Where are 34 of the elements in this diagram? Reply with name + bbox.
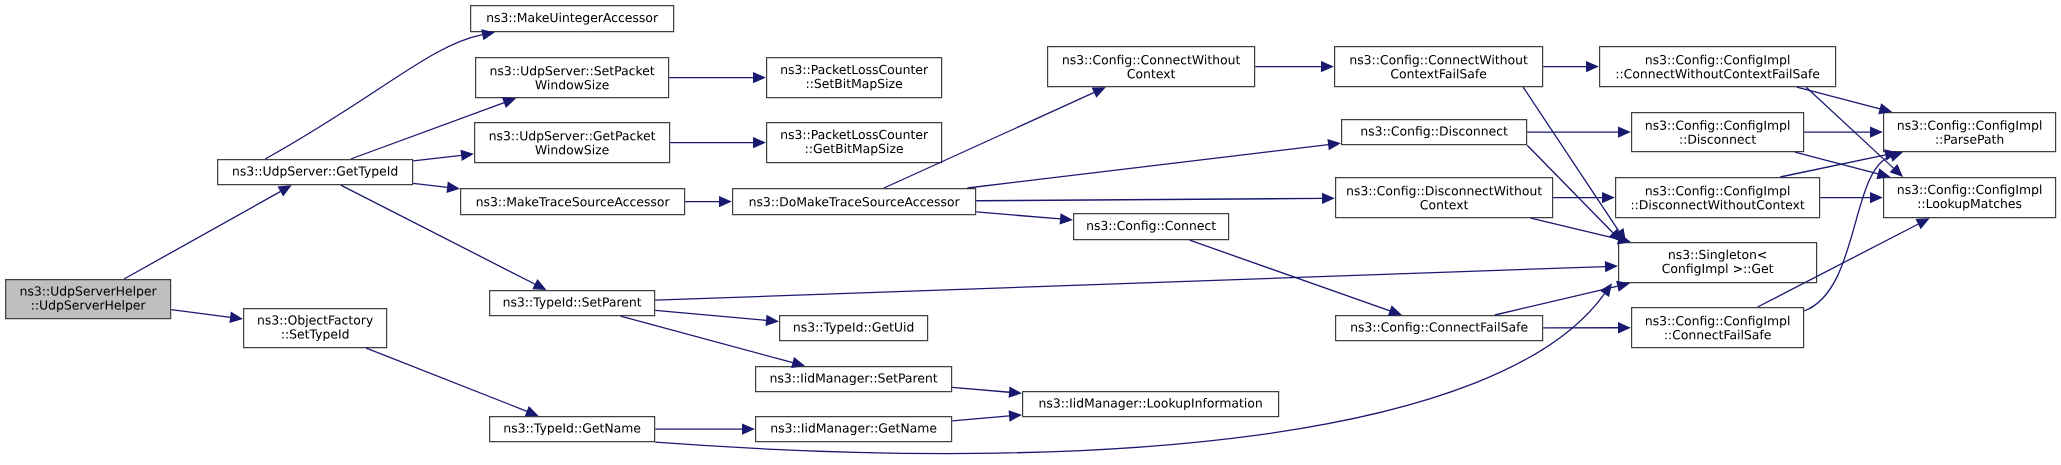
function-box: ns3::Config::DisconnectWithout Context [1335, 177, 1554, 219]
function-box: ns3::Config::ConnectFailSafe [1335, 315, 1544, 342]
function-box: ns3::PacketLossCounter ::GetBitMapSize [766, 122, 943, 164]
call-arrow [1803, 150, 1903, 312]
function-box: ns3::UdpServer::GetPacket WindowSize [474, 122, 671, 164]
function-box: ns3::IidManager::SetParent [755, 366, 953, 393]
function-box: ns3::MakeTraceSourceAccessor [460, 188, 686, 216]
function-box: ns3::Config::Connect [1073, 213, 1230, 241]
function-box: ns3::Config::ConfigImpl ::LookupMatches [1883, 177, 2057, 219]
function-box: ns3::ObjectFactory ::SetTypeId [243, 308, 388, 349]
function-box: ns3::TypeId::GetUid [779, 315, 929, 342]
function-box: ns3::TypeId::GetName [489, 416, 656, 443]
function-box: ns3::Config::ConnectWithout Context [1047, 46, 1256, 88]
function-box: ns3::Config::ConfigImpl ::DisconnectWithoutContext [1615, 177, 1821, 219]
function-box: ns3::UdpServer::SetPacket WindowSize [475, 57, 670, 99]
function-box: ns3::Config::ConnectWithout ContextFailSafe [1334, 46, 1544, 88]
function-box: ns3::PacketLossCounter ::SetBitMapSize [766, 57, 943, 99]
function-box: ns3::Config::ConfigImpl ::ConnectWithoutContextFailSafe [1599, 46, 1837, 88]
function-box: ns3::UdpServer::GetTypeId [217, 159, 414, 186]
call-arrow [264, 29, 495, 160]
call-arrow [654, 283, 1612, 455]
function-box: ns3::TypeId::SetParent [489, 290, 656, 317]
function-box: ns3::UdpServerHelper ::UdpServerHelper [5, 279, 172, 320]
function-box: ns3::MakeUintegerAccessor [470, 5, 675, 33]
function-box: ns3::IidManager::GetName [755, 416, 953, 443]
function-box: ns3::DoMakeTraceSourceAccessor [732, 188, 977, 216]
call-arrow [1494, 280, 1630, 316]
function-box: ns3::Config::ConfigImpl ::ParsePath [1883, 112, 2057, 153]
function-box: ns3::IidManager::LookupInformation [1022, 391, 1280, 418]
function-box: ns3::Config::ConfigImpl ::ConnectFailSafe [1631, 307, 1805, 349]
function-box: ns3::Config::Disconnect [1341, 119, 1528, 146]
function-box: ns3::Config::ConfigImpl ::Disconnect [1631, 112, 1805, 153]
function-box: ns3::Singleton< ConfigImpl >::Get [1618, 242, 1818, 284]
call-arrow [1805, 86, 1903, 177]
